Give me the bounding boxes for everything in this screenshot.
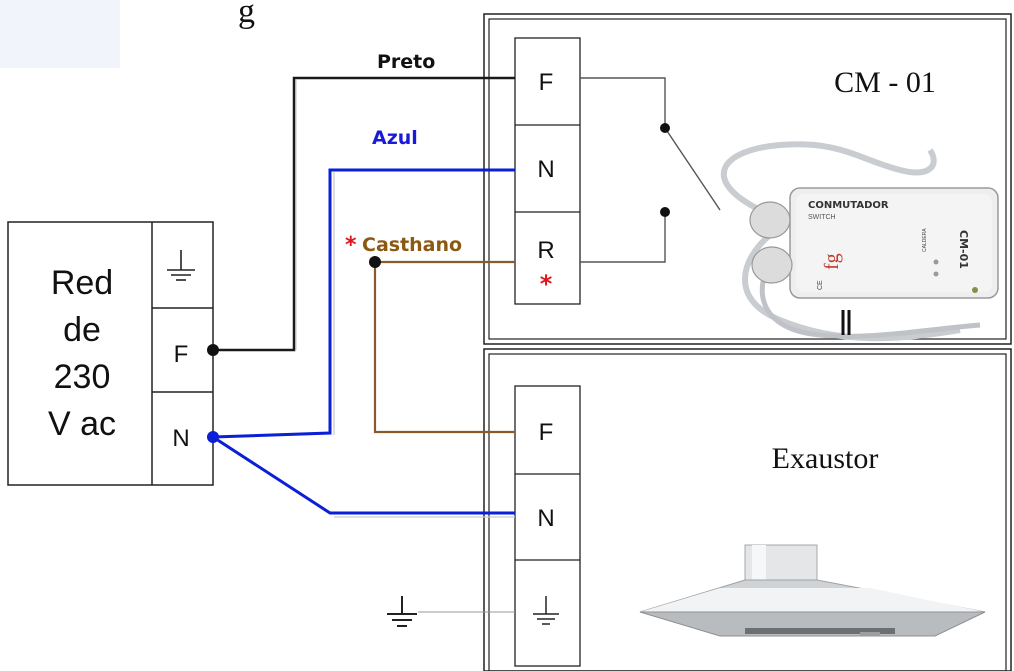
cm01-title: CM - 01 [834, 66, 936, 99]
wire-label-azul: Azul [372, 127, 418, 149]
mains-block: Red de 230 V ac F N [7, 221, 214, 486]
device-logo-text: fg [821, 253, 843, 270]
header-fragment: g [238, 0, 255, 30]
mains-label-line-2: de [63, 311, 101, 349]
exaustor-title: Exaustor [772, 442, 879, 475]
mains-terminal-n: N [172, 425, 189, 452]
cm01-r-marker: * [540, 270, 553, 298]
device-sub-text: SWITCH [808, 214, 836, 221]
cm01-terminal-n: N [537, 156, 554, 183]
preto-wire [213, 76, 515, 352]
ground-icon [533, 596, 559, 625]
exaustor-panel: Exaustor F N [483, 348, 1012, 671]
mains-label-line-4: V ac [48, 405, 116, 443]
switch-device-icon: CONMUTADOR SWITCH CM-01 fg CE CALDERA [720, 141, 999, 342]
mains-label-line-3: 230 [54, 358, 111, 396]
azul-wire-exaustor [212, 435, 515, 515]
mains-terminal-f: F [174, 341, 189, 368]
ground-icon [387, 596, 417, 627]
range-hood-icon [639, 544, 986, 637]
wire-label-castanho: Casthano [362, 234, 462, 256]
azul-wire-cm01 [212, 168, 515, 439]
header-shade [0, 0, 120, 68]
mains-label-line-1: Red [51, 264, 113, 302]
ground-icon [167, 250, 195, 281]
device-caldera-text: CALDERA [922, 228, 928, 252]
switch-contact-icon [580, 77, 721, 263]
cm01-terminal-block [514, 37, 581, 305]
device-brand-text: CONMUTADOR [808, 200, 889, 211]
cm01-terminal-r: R [537, 237, 554, 264]
wire-label-preto: Preto [377, 51, 435, 73]
mains-box [7, 221, 214, 486]
cm01-terminal-f: F [539, 69, 554, 96]
castanho-wire [373, 260, 515, 434]
exaustor-terminal-n: N [537, 505, 554, 532]
device-model-text: CM-01 [957, 230, 970, 269]
wire-castanho-marker: * [345, 233, 357, 258]
exaustor-terminal-f: F [539, 419, 554, 446]
device-ce-text: CE [817, 280, 824, 290]
cm01-panel: CM - 01 F N R * CONMUTADOR SWITCH CM-01 [483, 13, 1012, 345]
